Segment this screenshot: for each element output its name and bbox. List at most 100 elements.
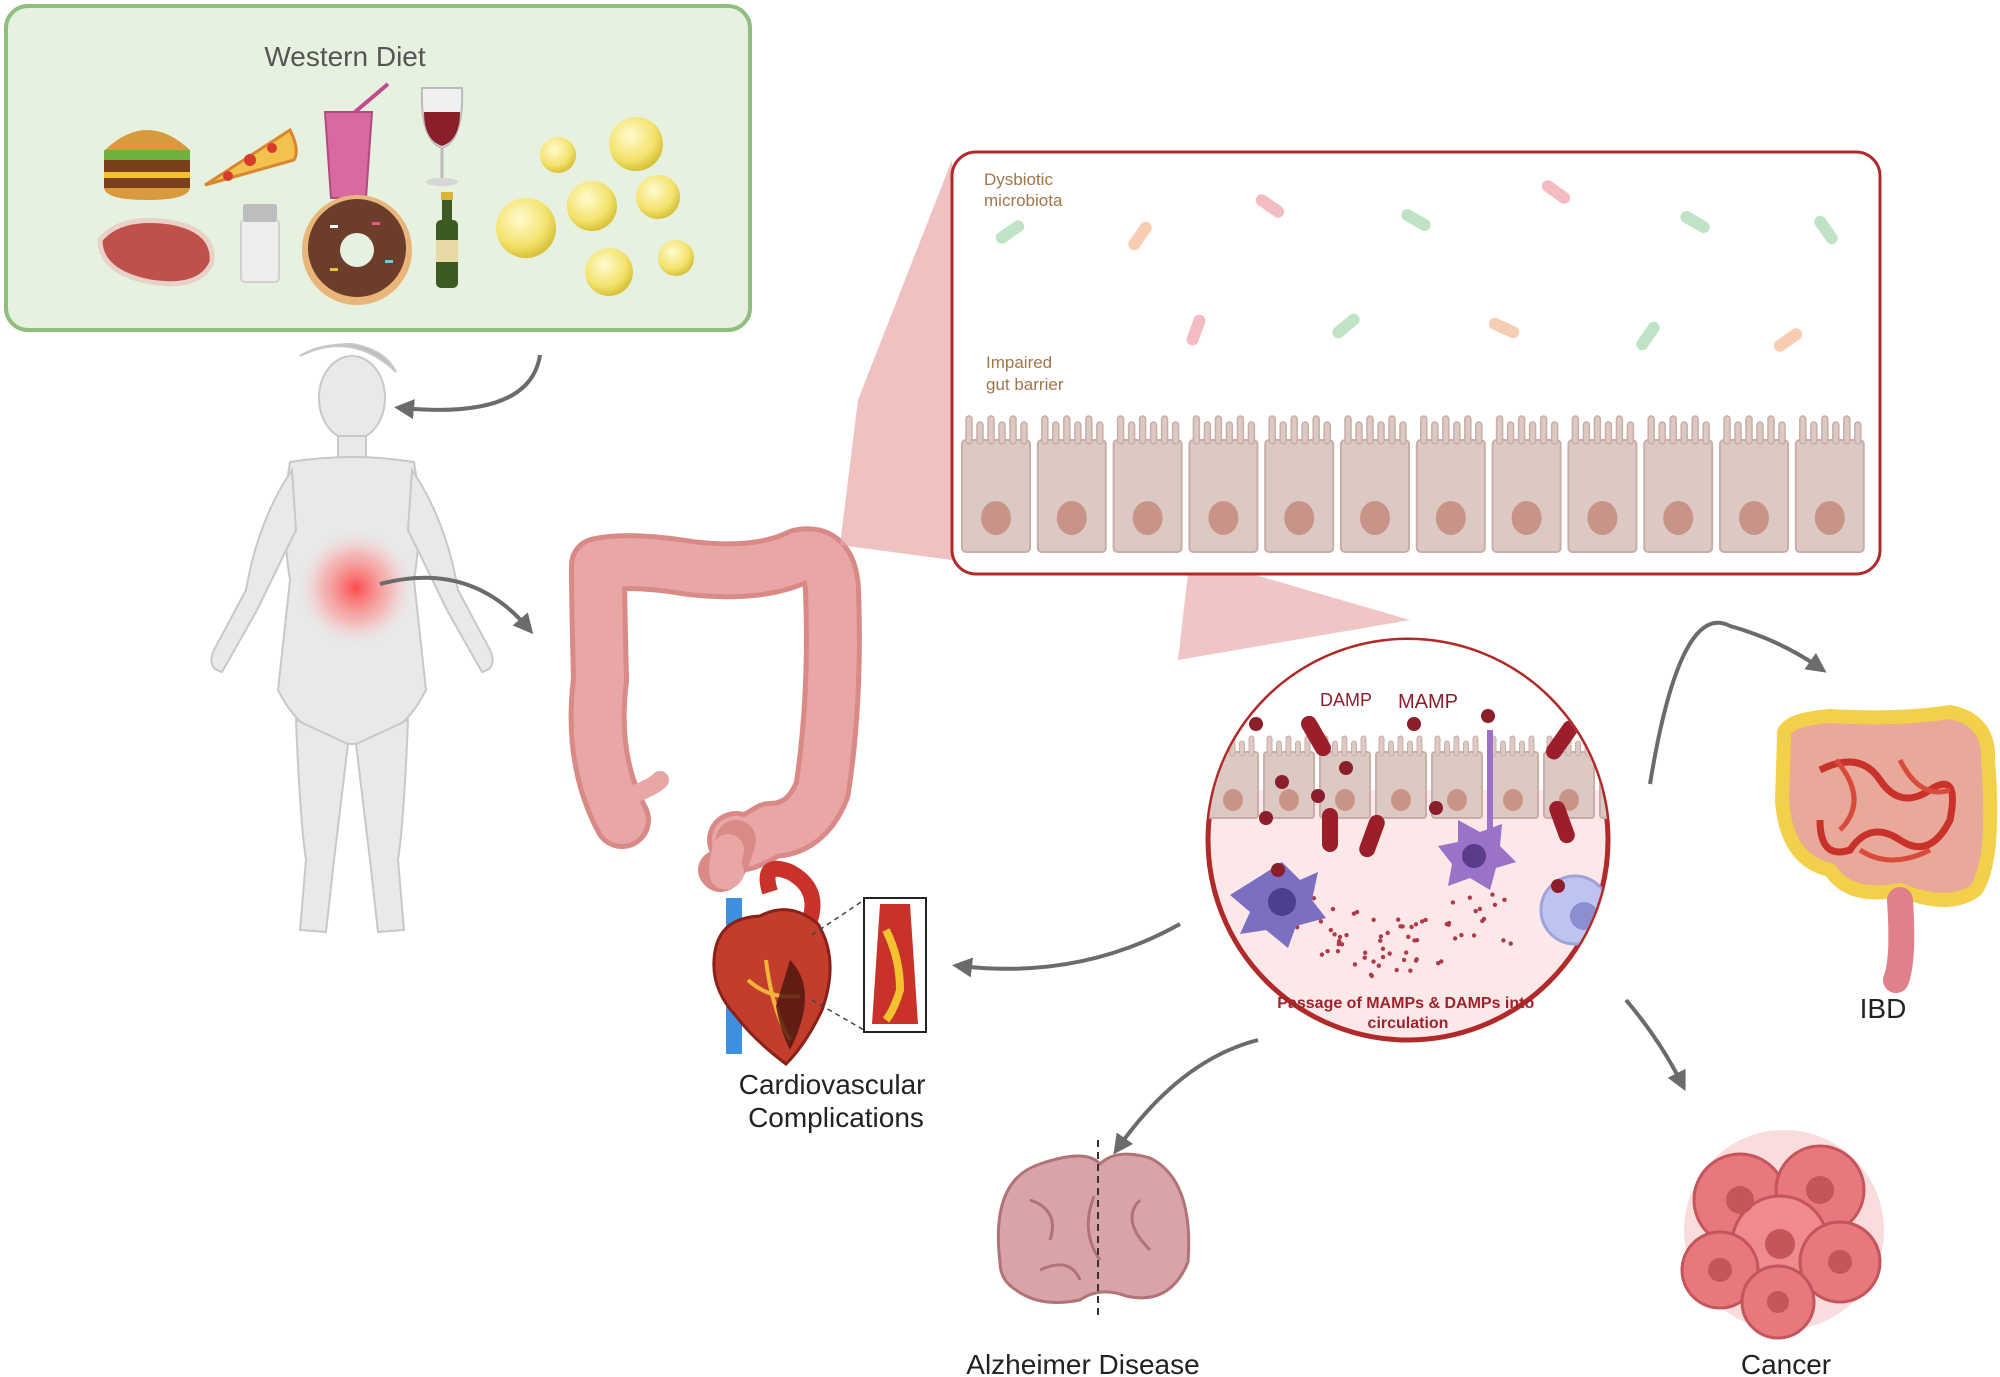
dendritic-cell-icon	[1230, 862, 1326, 948]
cytokine-dots	[1293, 892, 1513, 979]
epithelial-cell	[961, 415, 1031, 553]
microbiota-label: Dysbiotic microbiota	[984, 170, 1063, 210]
pizza-icon	[204, 127, 298, 187]
epithelial-cell	[1036, 415, 1107, 553]
fat-droplets-icon	[496, 117, 694, 296]
champagne-bottle-icon	[436, 192, 458, 288]
alzheimer-label: Alzheimer Disease	[966, 1349, 1199, 1377]
mamp-damp-particles	[1249, 709, 1579, 893]
cytokine-dot	[1502, 897, 1507, 903]
ibd-label: IBD	[1860, 993, 1907, 1024]
cytokine-dot	[1413, 922, 1419, 927]
bacterium-icon	[995, 220, 1025, 244]
particle-dot	[1249, 717, 1263, 731]
cytokine-dot	[1480, 918, 1485, 924]
circulation-circle-panel: DAMP MAMP Passage of MAMPs & DAMPs into …	[1205, 637, 1611, 1043]
cytokine-dot	[1450, 900, 1456, 905]
bacterium-icon	[1401, 209, 1431, 231]
zoom-wedge-upper	[840, 160, 952, 560]
cytokine-dot	[1378, 938, 1383, 943]
brain-icon	[996, 1140, 1191, 1318]
cytokine-dot	[1401, 957, 1407, 963]
cytokine-dot	[1508, 941, 1513, 946]
cytokine-dot	[1362, 950, 1368, 955]
bacterium-icon	[1773, 328, 1803, 352]
particle-rod	[1359, 814, 1385, 858]
particle-dot	[1271, 863, 1285, 877]
bacterium-icon	[1636, 321, 1660, 351]
cytokine-dot	[1439, 959, 1444, 964]
epithelial-cell	[1340, 415, 1410, 553]
cytokine-dot	[1490, 892, 1495, 897]
cytokine-dot	[1419, 919, 1425, 924]
bacterium-icon	[1255, 194, 1285, 218]
particle-dot	[1259, 811, 1273, 825]
cytokine-dot	[1423, 917, 1428, 923]
cytokine-dot	[1371, 917, 1376, 923]
gut-zoom-panel: Dysbiotic microbiota Impaired gut barrie…	[950, 150, 1882, 576]
cytokine-dot	[1332, 932, 1337, 937]
circle-epithelial-cell	[1263, 735, 1315, 819]
particle-dot	[1339, 761, 1353, 775]
cytokine-dot	[1368, 972, 1374, 977]
wine-glass-icon	[420, 87, 464, 186]
arrow-to-ibd	[1648, 620, 1827, 785]
diet-title: Western Diet	[264, 41, 426, 72]
cytokine-dot	[1446, 920, 1452, 926]
cytokine-dot	[1362, 955, 1367, 960]
ibd-intestine-icon	[1775, 705, 1998, 993]
cardio-label: Cardiovascular Complications	[739, 1069, 934, 1133]
colon-illustration	[568, 526, 862, 892]
cytokine-dot	[1403, 950, 1409, 955]
particle-dot	[1551, 879, 1565, 893]
circle-epithelial-cell	[1375, 735, 1427, 819]
cytokine-dot	[1328, 927, 1334, 933]
epithelial-cell	[1415, 415, 1486, 553]
circle-epithelial-cell	[1319, 735, 1371, 819]
meat-icon	[97, 217, 215, 287]
cytokine-dot	[1477, 906, 1483, 912]
circle-epithelial-cell	[1487, 735, 1539, 819]
epithelial-cell	[1643, 415, 1714, 553]
arrow-to-cardio	[952, 922, 1181, 978]
cytokine-dot	[1467, 895, 1473, 900]
bacterium-icon	[1332, 313, 1360, 339]
particle-rod	[1545, 720, 1579, 760]
cytokine-dot	[1414, 937, 1420, 943]
cytokine-dot	[1337, 934, 1343, 940]
particle-dot	[1481, 709, 1495, 723]
bacterium-icon	[1488, 317, 1520, 339]
cytokine-dot	[1352, 962, 1358, 967]
circle-epithelial-cell	[1208, 735, 1259, 819]
bacterium-icon	[1814, 215, 1838, 245]
cytokine-dot	[1385, 930, 1390, 936]
arrow-diet-to-body	[394, 354, 542, 420]
cytokine-dot	[1354, 909, 1360, 915]
mamp-label: MAMP	[1398, 691, 1458, 713]
cytokine-dot	[1408, 968, 1413, 973]
burger-icon	[104, 130, 190, 200]
cancer-label: Cancer	[1741, 1349, 1831, 1377]
cytokine-dot	[1400, 924, 1405, 929]
cytokine-dot	[1318, 919, 1324, 924]
particle-dot	[1311, 789, 1325, 803]
cytokine-dot	[1344, 932, 1349, 938]
cytokine-dot	[1452, 936, 1458, 941]
particle-rod	[1322, 808, 1338, 852]
cytokine-dot	[1325, 948, 1330, 954]
circle-epithelial-cell	[1431, 735, 1483, 819]
cytokine-dot	[1371, 959, 1376, 964]
cytokine-dot	[1319, 952, 1325, 957]
western-diet-panel: Western Diet	[4, 4, 752, 332]
zoom-wedge-lower	[1178, 556, 1410, 660]
cytokine-dot	[1406, 934, 1411, 939]
smoothie-icon	[323, 82, 390, 199]
epithelial-cell	[1264, 415, 1335, 553]
gut-inflammation-glow	[298, 530, 414, 646]
particle-rod	[1549, 800, 1575, 844]
cytokine-dot	[1459, 932, 1464, 938]
cytokine-dot	[1330, 906, 1336, 912]
cytokine-dot	[1336, 938, 1342, 944]
epithelial-cell	[1794, 415, 1865, 553]
bacterium-icon	[1128, 221, 1152, 251]
